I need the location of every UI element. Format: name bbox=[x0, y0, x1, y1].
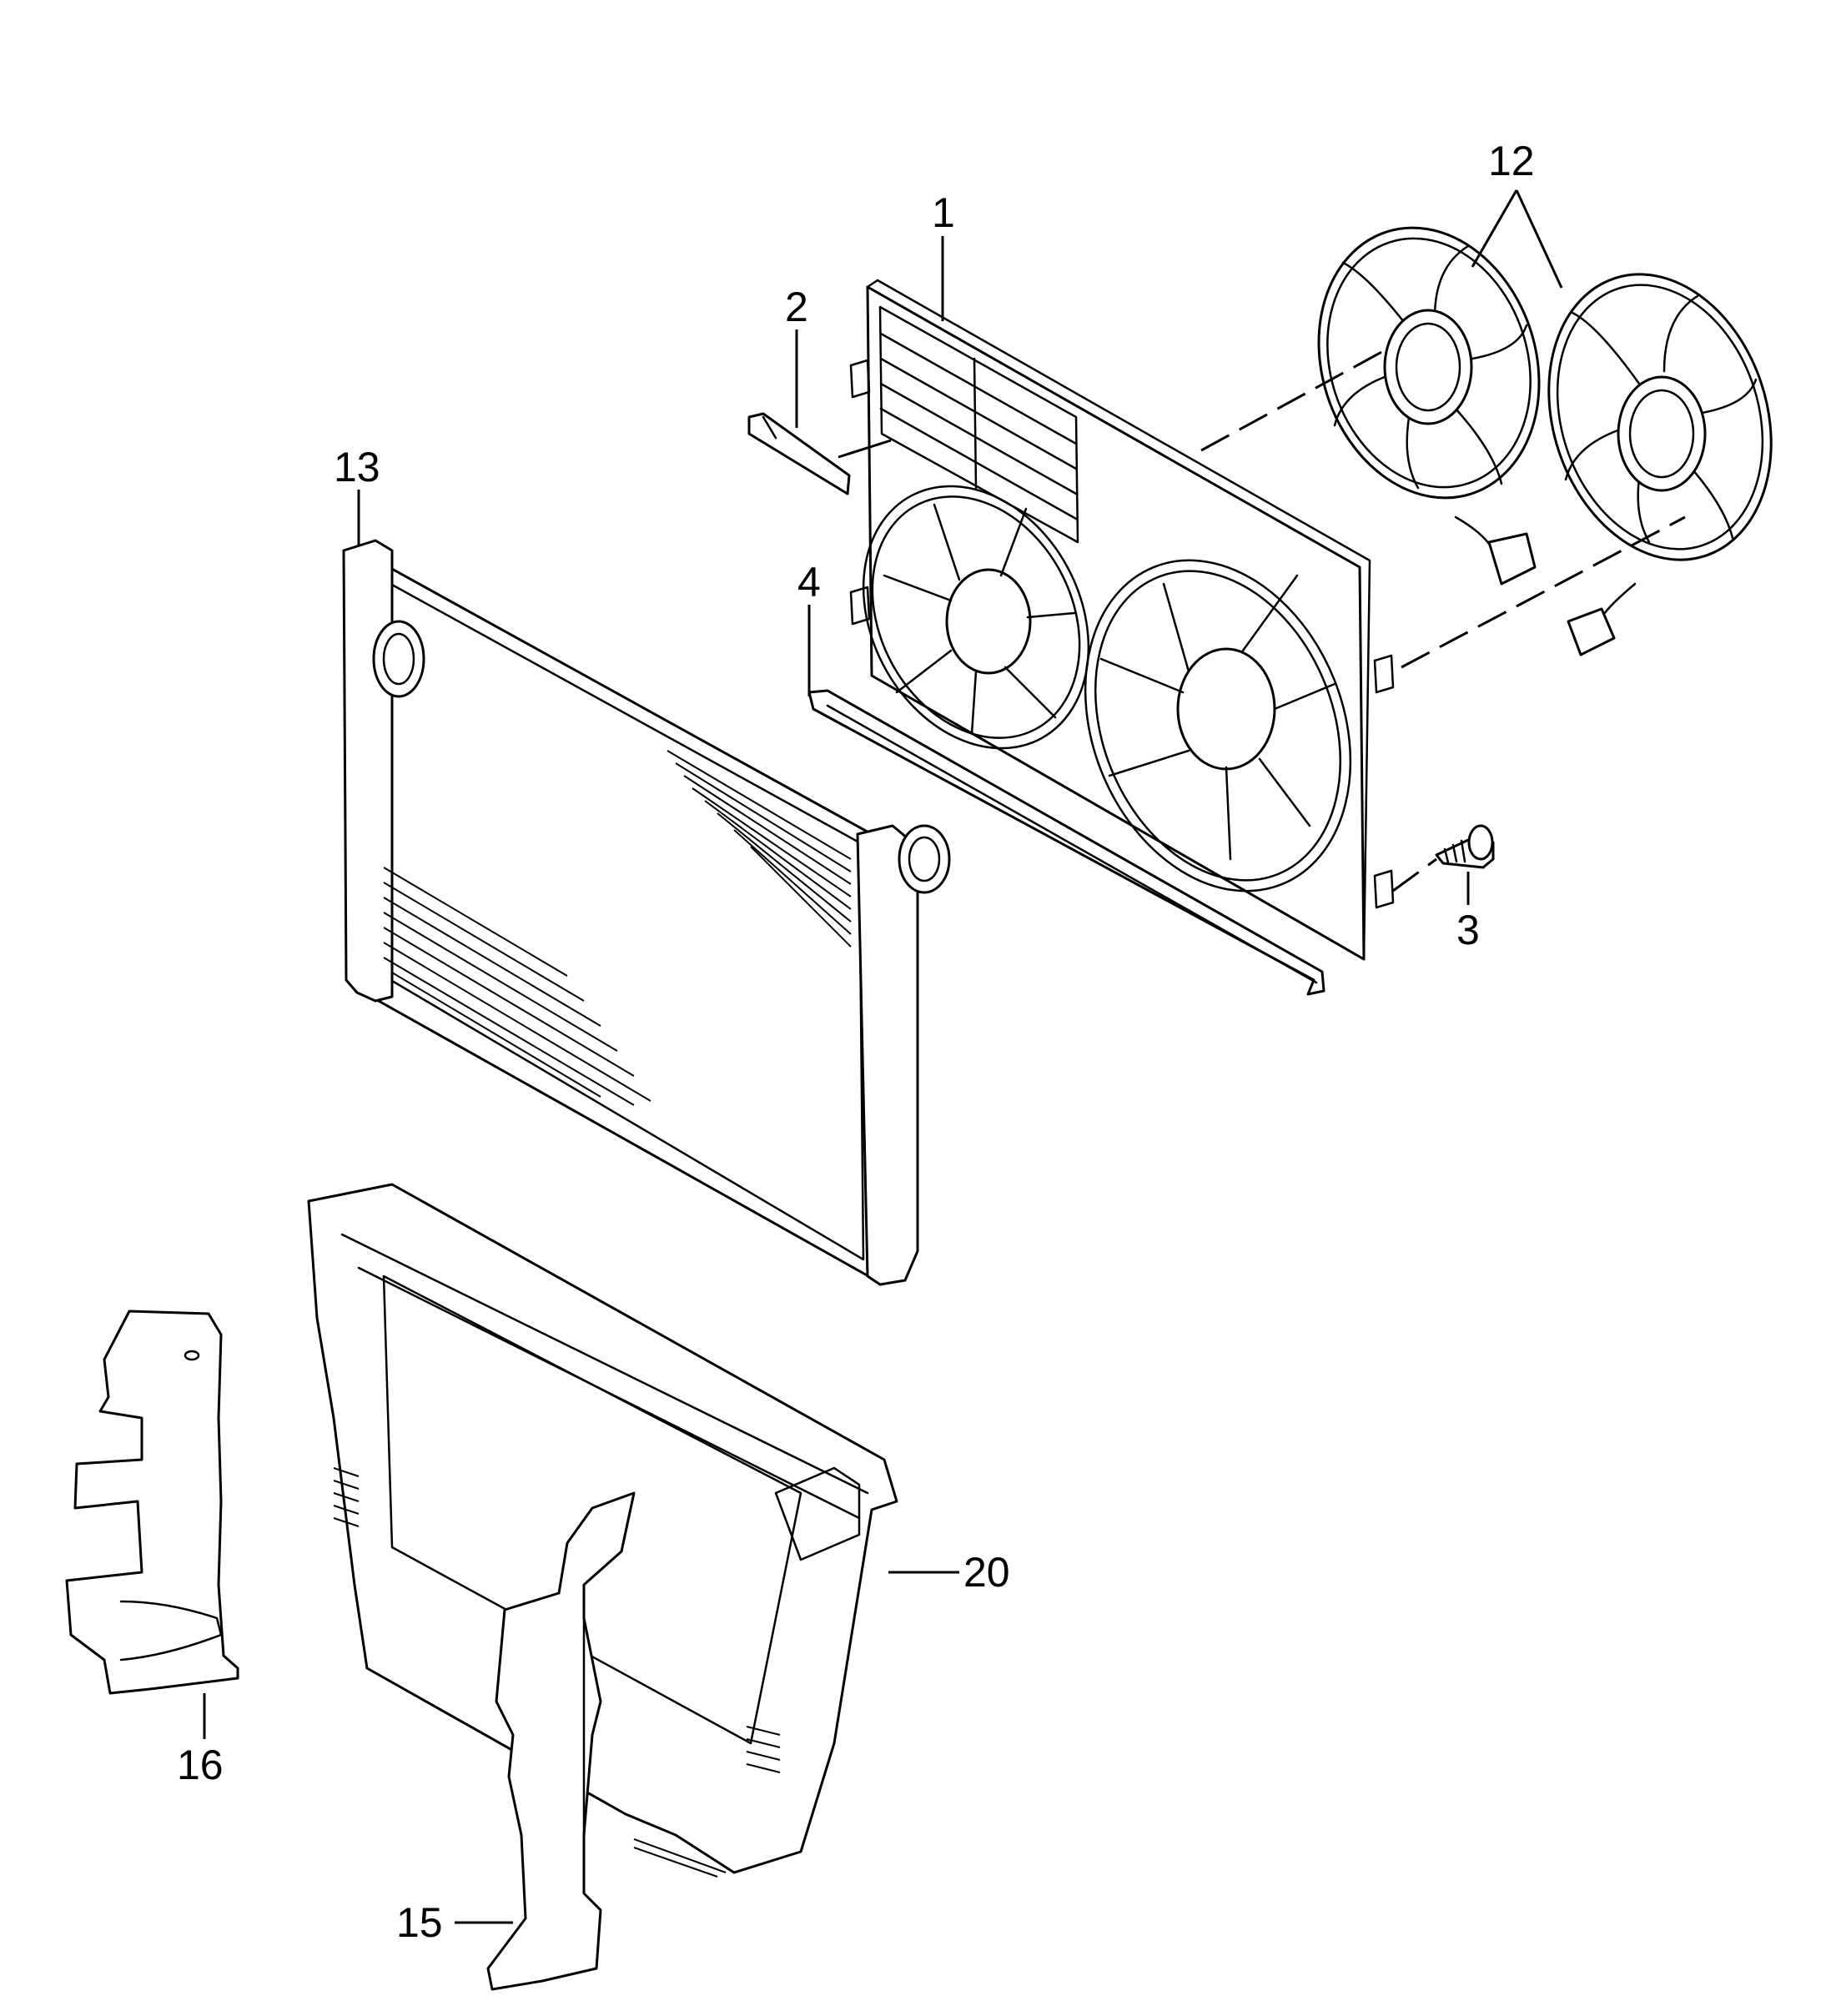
callout-2: 2 bbox=[785, 284, 808, 330]
callout-15: 15 bbox=[396, 1899, 443, 1946]
radiator-fins bbox=[383, 750, 852, 1106]
right-shroud-struts bbox=[1099, 574, 1336, 861]
fan-motor-right[interactable] bbox=[1513, 245, 1807, 656]
shroud-tabs bbox=[849, 359, 1395, 909]
left-shroud-struts bbox=[883, 503, 1076, 736]
air-duct[interactable] bbox=[486, 1491, 636, 1991]
callout-3: 3 bbox=[1456, 907, 1480, 953]
fan-left-blades bbox=[1333, 244, 1528, 490]
side-air-guide[interactable] bbox=[65, 1310, 239, 1695]
callout-20: 20 bbox=[963, 1549, 1010, 1596]
radiator[interactable] bbox=[342, 539, 951, 1286]
fan-right-blades bbox=[1564, 294, 1758, 544]
lock-carrier-details bbox=[333, 1466, 861, 1878]
callout-16: 16 bbox=[177, 1742, 224, 1788]
screw-threads bbox=[1443, 839, 1466, 864]
lower-air-guide[interactable] bbox=[807, 689, 1325, 996]
callout-12: 12 bbox=[1488, 138, 1535, 184]
callout-13: 13 bbox=[334, 444, 380, 490]
fan-left-mount-line bbox=[1200, 349, 1386, 452]
shroud-grille bbox=[879, 332, 1078, 520]
seal-strip[interactable] bbox=[747, 412, 851, 495]
fan-shroud[interactable] bbox=[819, 279, 1398, 961]
callout-1: 1 bbox=[932, 189, 955, 236]
callouts: 1 2 3 4 12 13 15 16 20 bbox=[177, 138, 1535, 1946]
callout-4: 4 bbox=[797, 559, 821, 606]
screw[interactable] bbox=[1392, 824, 1495, 892]
leader-lines bbox=[203, 189, 1563, 1924]
fan-motor-left[interactable] bbox=[1285, 199, 1572, 586]
fan-right-mount-line bbox=[1401, 515, 1686, 669]
